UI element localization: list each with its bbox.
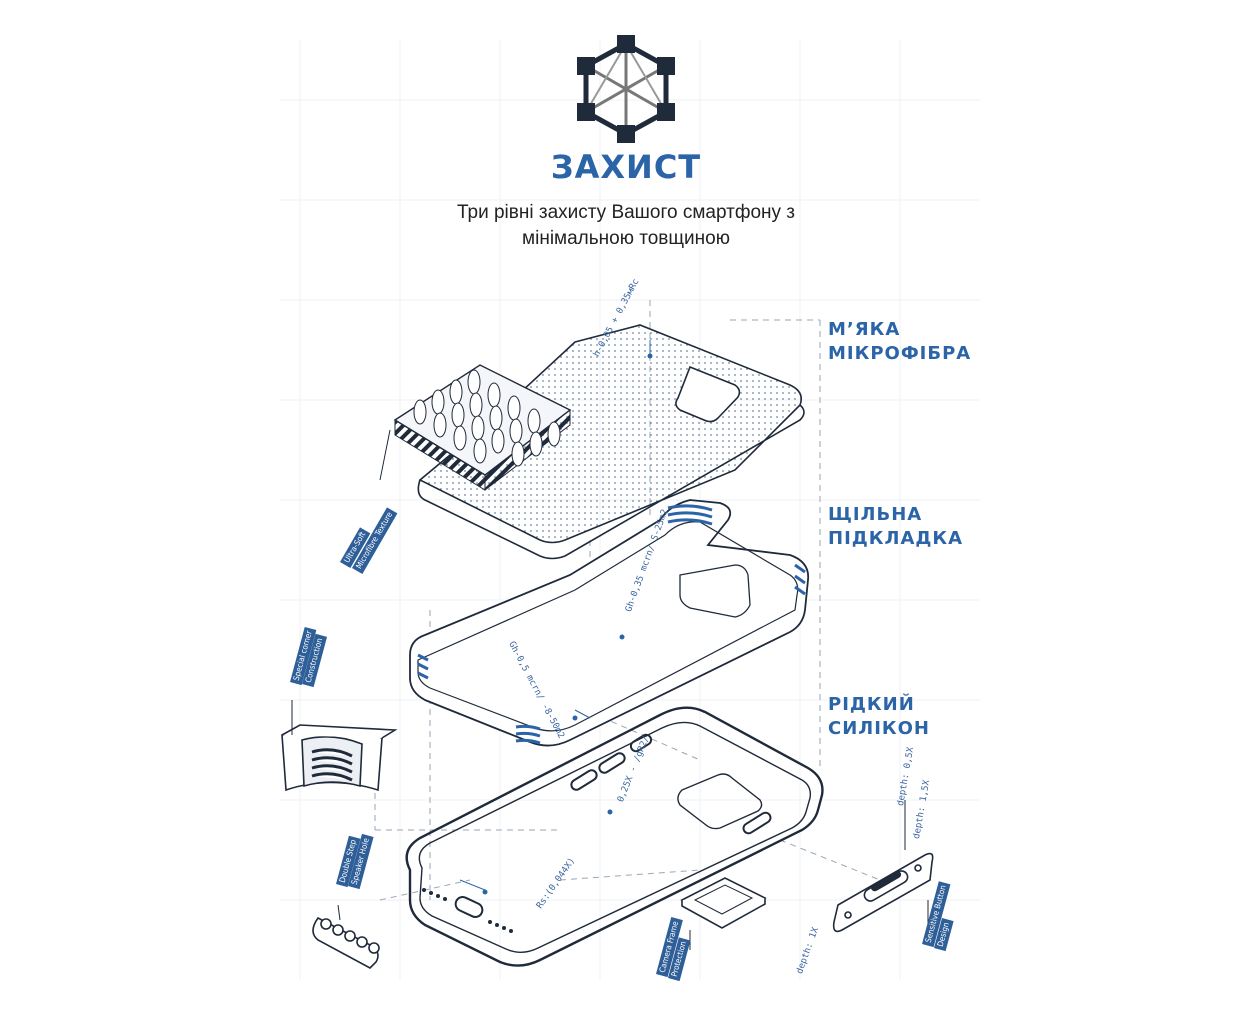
button-design-detail — [832, 852, 934, 933]
speaker-hole-detail — [312, 916, 380, 969]
page-subtitle: Три рівні захисту Вашого смартфону з мін… — [376, 200, 876, 252]
network-hexagon-logo-icon — [577, 35, 675, 143]
layer-label-line: ПІДКЛАДКА — [828, 528, 964, 549]
layer-label-pad: ЩІЛЬНА ПІДКЛАДКА — [828, 503, 963, 551]
liquid-silicone-layer — [405, 706, 824, 967]
layer-label-line: МІКРОФІБРА — [828, 343, 972, 364]
layer-label-line: СИЛІКОН — [828, 718, 931, 739]
subtitle-line-1: Три рівні захисту Вашого смартфону з — [456, 202, 796, 223]
corner-construction-detail — [281, 724, 398, 792]
page-title: ЗАХИСТ — [550, 148, 702, 186]
layer-label-line: ЩІЛЬНА — [828, 504, 923, 525]
layer-label-microfibre: М’ЯКА МІКРОФІБРА — [828, 318, 971, 366]
layer-label-line: М’ЯКА — [828, 319, 901, 340]
camera-frame-detail — [680, 877, 767, 929]
subtitle-line-2: мінімальною товщиною — [522, 228, 730, 249]
callout-leaders — [291, 340, 929, 950]
microfibre-layer — [393, 324, 805, 560]
dimension-markers — [482, 353, 653, 895]
dense-pad-layer — [409, 499, 810, 747]
layer-label-silicone: РІДКИЙ СИЛІКОН — [828, 693, 930, 741]
layer-label-line: РІДКИЙ — [828, 694, 915, 715]
